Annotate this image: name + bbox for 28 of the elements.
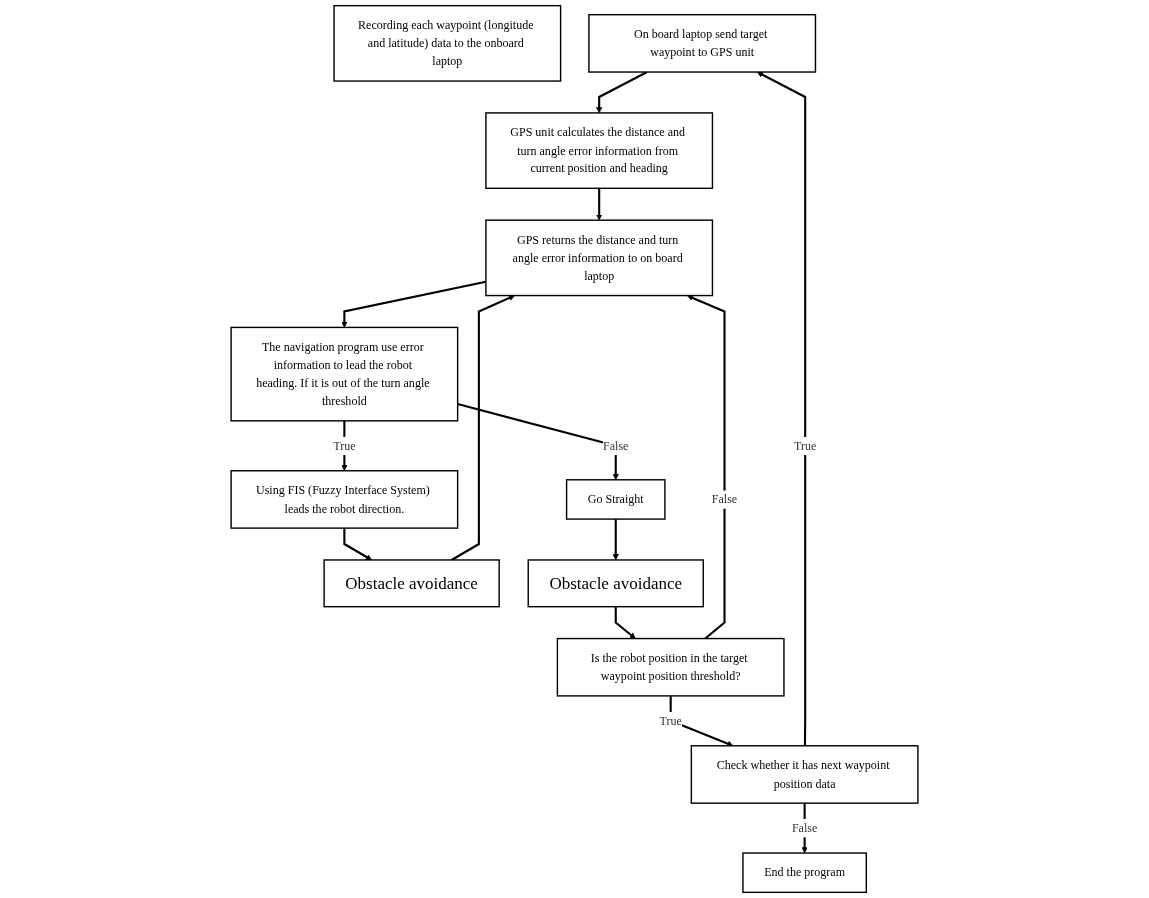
- node-box: Recording each waypoint (longitude and latitude) data to the onboard laptop: [333, 4, 562, 82]
- arrow: [756, 71, 807, 746]
- node-box: GPS returns the distance and turn angle error information to on board laptop: [485, 219, 714, 297]
- arrow: [451, 295, 515, 561]
- edge-label: True: [333, 438, 356, 453]
- arrow: [343, 528, 372, 561]
- arrow: [687, 294, 726, 640]
- node-box: Go Straight: [565, 479, 666, 520]
- node-box: GPS unit calculates the distance and turn angle error information from current position and heading: [485, 112, 714, 189]
- node-box: Obstacle avoidance: [323, 559, 500, 608]
- node-box: The navigation program use error information to lead the robot heading. If it is out of the turn angle threshold: [230, 326, 459, 422]
- edge-label: False: [603, 438, 629, 453]
- arrow: [596, 71, 648, 114]
- edge-label: False: [791, 821, 818, 835]
- node-box: On board laptop send target waypoint to GPS unit: [588, 14, 817, 73]
- edge-label: False: [711, 492, 738, 506]
- arrow: [614, 606, 636, 639]
- arrow: [596, 188, 603, 221]
- edge-label: True: [659, 713, 682, 728]
- arrow: [612, 519, 619, 561]
- node-box: Using FIS (Fuzzy Interface System) leads the robot direction.: [230, 470, 459, 529]
- edge-label: True: [794, 438, 817, 453]
- node-box: Check whether it has next waypoint position data: [690, 745, 919, 804]
- arrow: [341, 420, 348, 472]
- node-box: End the program: [742, 852, 867, 894]
- arrow: [457, 403, 619, 481]
- node-box: Obstacle avoidance: [527, 559, 704, 608]
- node-box: Is the robot position in the target waypoint position threshold?: [556, 637, 785, 697]
